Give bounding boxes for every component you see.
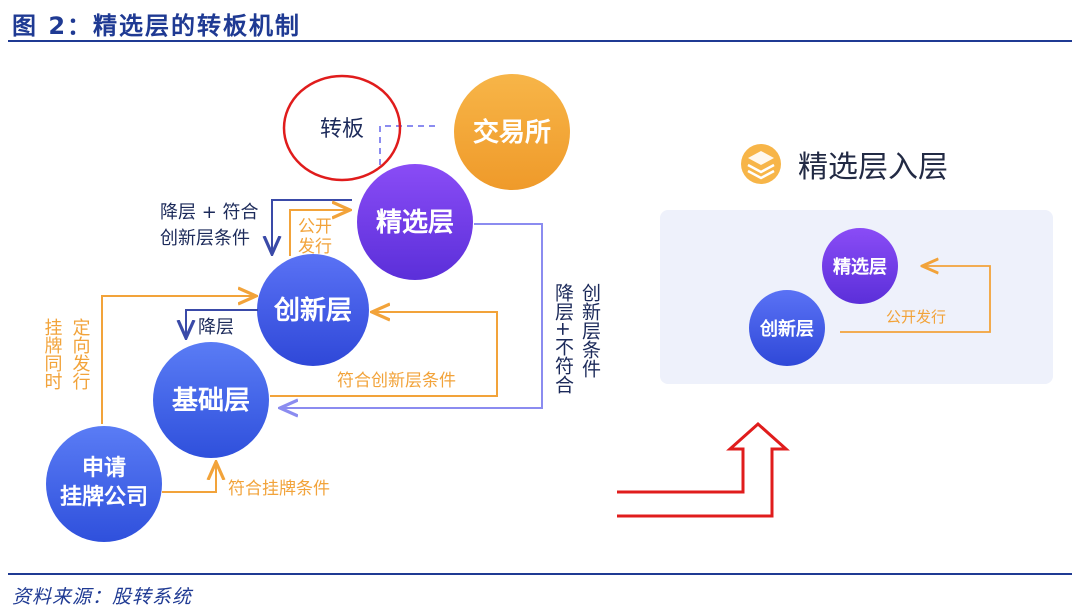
applicant-node-line1: 申请 (82, 455, 126, 481)
basic-layer-node (153, 342, 269, 458)
panel-public-issue-label: 公开发行 (886, 308, 946, 326)
innovation-layer-node (257, 254, 369, 366)
panel-title: 精选层入层 (798, 150, 948, 185)
panel-innovation-node (749, 290, 825, 366)
basic-layer-node-label: 基础层 (172, 386, 250, 416)
label-downgrade-not-meet-col2: 创新层条件 (579, 283, 601, 378)
header-rule (8, 40, 1072, 42)
applicant-node (46, 426, 162, 542)
panel-innovation-node-label: 创新层 (759, 318, 814, 340)
panel-arrow-public-issue (840, 266, 991, 333)
arrow-downgrade-to-innovation (272, 199, 352, 252)
label-listing-issue-col2: 定向发行 (70, 318, 91, 390)
exchange-node (454, 74, 570, 190)
panel-select-node (822, 228, 898, 304)
label-downgrade-meets-1: 降层 + 符合 (160, 202, 259, 223)
label-downgrade: 降层 (198, 317, 234, 338)
label-downgrade-not-meet-col1: 降层+不符合 (552, 283, 574, 394)
panel-select-node-label: 精选层 (833, 256, 887, 278)
label-meets-innovation: 符合创新层条件 (337, 371, 456, 391)
arrow-downgrade-not-meet (282, 223, 543, 408)
label-public-issue-2: 发行 (298, 237, 332, 257)
label-downgrade-meets-2: 创新层条件 (160, 228, 250, 249)
label-listing-issue-col1: 挂牌同时 (42, 318, 63, 390)
select-layer-node (357, 164, 473, 280)
applicant-node-line2: 挂牌公司 (60, 484, 148, 510)
panel-logo-icon (741, 144, 781, 184)
figure-title: 图 2：精选层的转板机制 (12, 12, 302, 40)
arrow-public-issue (289, 210, 348, 256)
label-meets-listing: 符合挂牌条件 (228, 479, 330, 499)
dashed-link-exchange (379, 125, 440, 165)
exchange-node-label: 交易所 (473, 117, 551, 148)
innovation-layer-node-label: 创新层 (273, 295, 352, 326)
footer-rule (8, 573, 1072, 575)
transfer-highlight-ring (282, 74, 402, 182)
arrow-meets-innovation (270, 312, 498, 397)
red-hollow-arrow (617, 421, 790, 518)
label-public-issue-1: 公开 (298, 217, 332, 237)
transfer-label: 转板 (320, 117, 364, 142)
select-entry-panel: 精选层入层 精选层 创新层 公开发行 (660, 144, 1053, 384)
select-layer-node-label: 精选层 (376, 208, 454, 238)
arrow-downgrade-to-basic (186, 309, 258, 336)
arrow-listing-issue (101, 296, 254, 424)
arrow-meets-listing (162, 464, 216, 493)
source-note: 资料来源：股转系统 (12, 586, 193, 608)
